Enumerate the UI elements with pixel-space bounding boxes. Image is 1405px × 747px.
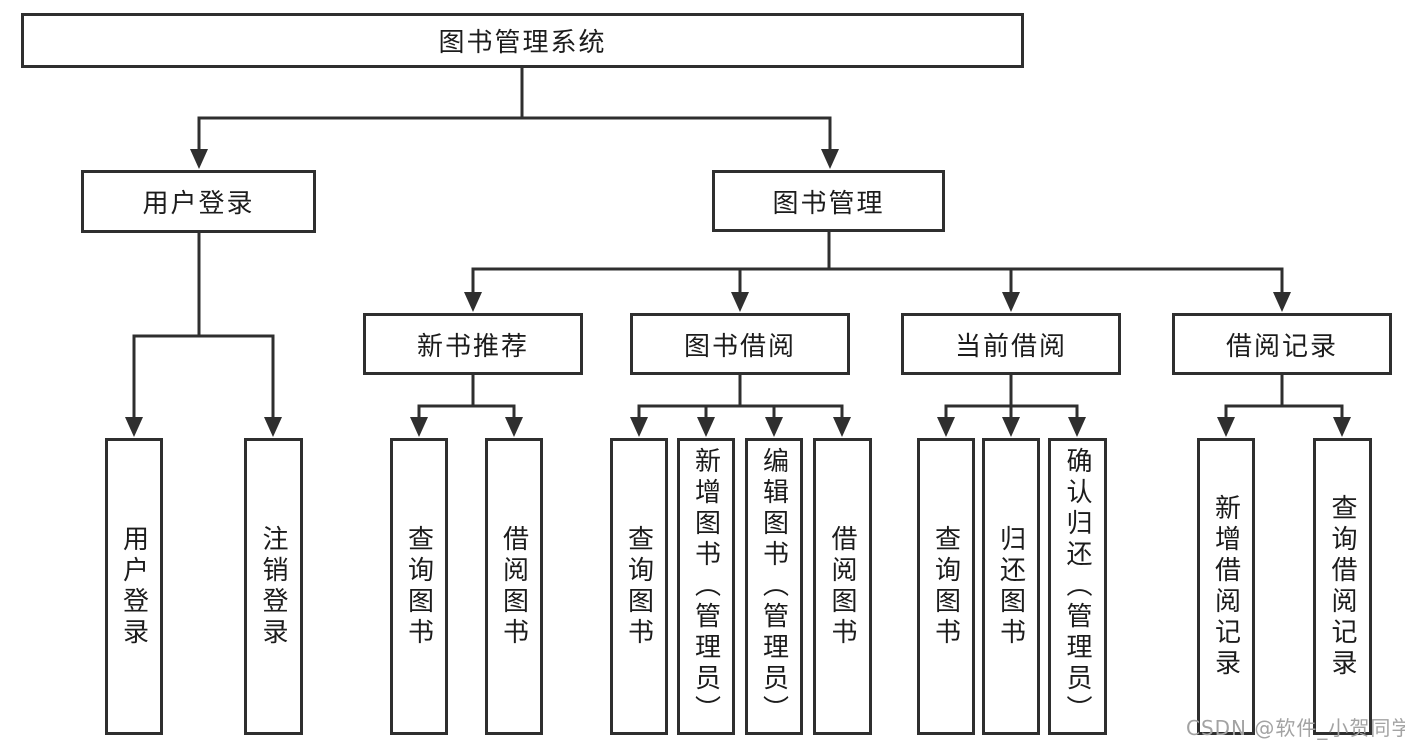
leaf-query-books-current: 查询图书 xyxy=(917,438,975,735)
node-current-borrowing: 当前借阅 xyxy=(901,313,1121,375)
node-system-root: 图书管理系统 xyxy=(21,13,1024,68)
leaf-return-book: 归还图书 xyxy=(982,438,1040,735)
leaf-user-login: 用户登录 xyxy=(105,438,163,735)
leaf-borrow-books-recommend: 借阅图书 xyxy=(485,438,543,735)
leaf-query-books-borrowing: 查询图书 xyxy=(610,438,668,735)
leaf-edit-book-admin: 编辑图书（管理员） xyxy=(745,438,803,735)
leaf-confirm-return-admin: 确认归还（管理员） xyxy=(1048,438,1107,735)
leaf-add-borrow-record: 新增借阅记录 xyxy=(1197,438,1255,735)
leaf-add-book-admin: 新增图书（管理员） xyxy=(677,438,735,735)
node-borrow-records: 借阅记录 xyxy=(1172,313,1392,375)
arrowheads xyxy=(125,149,1351,437)
tree-edges xyxy=(132,66,1344,420)
node-user-login: 用户登录 xyxy=(81,170,316,233)
leaf-borrow-books-borrowing: 借阅图书 xyxy=(813,438,872,735)
node-book-borrowing: 图书借阅 xyxy=(630,313,850,375)
leaf-query-books-recommend: 查询图书 xyxy=(390,438,448,735)
node-new-book-recommend: 新书推荐 xyxy=(363,313,583,375)
csdn-watermark: CSDN @软件_小贺同学 xyxy=(1186,716,1405,740)
leaf-logout: 注销登录 xyxy=(244,438,303,735)
node-book-management: 图书管理 xyxy=(712,170,945,232)
leaf-query-borrow-record: 查询借阅记录 xyxy=(1313,438,1372,735)
